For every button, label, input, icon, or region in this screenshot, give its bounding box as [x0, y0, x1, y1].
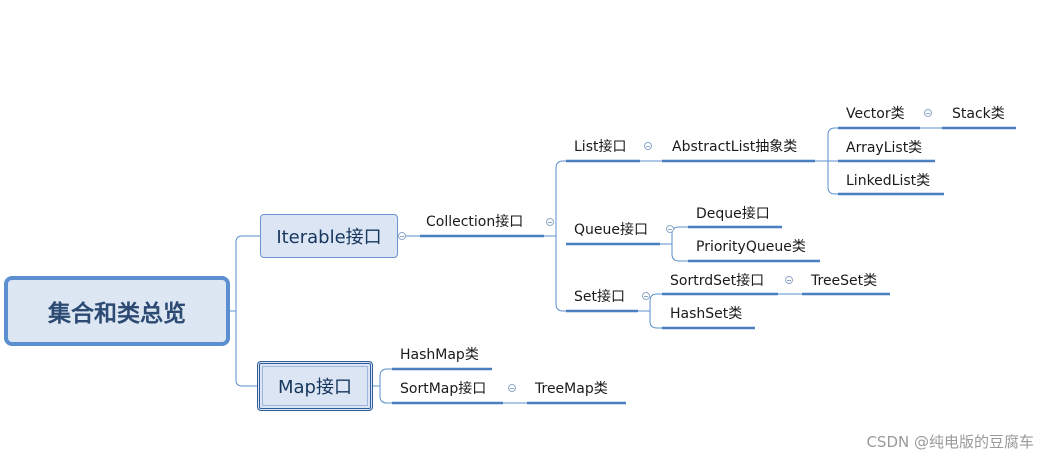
collapse-iterable-icon[interactable] — [398, 232, 406, 240]
hashset-node[interactable]: HashSet类 — [670, 306, 743, 322]
connector-queue-priorityqueue — [671, 244, 688, 262]
connector-set-sortedset — [638, 293, 662, 312]
treemap-node[interactable]: TreeMap类 — [535, 381, 608, 397]
treeset-node[interactable]: TreeSet类 — [811, 273, 878, 289]
connector-root-map — [235, 311, 257, 387]
root-topic-label: 集合和类总览 — [48, 301, 186, 327]
collapse-set-icon[interactable] — [642, 292, 650, 300]
connector-map-sortmap — [379, 386, 392, 404]
connector-map-hashmap — [373, 368, 392, 387]
abstractlist-node[interactable]: AbstractList抽象类 — [672, 139, 798, 155]
stack-node[interactable]: Stack类 — [952, 106, 1005, 122]
connector-abstractlist-linkedlist — [827, 161, 838, 195]
hashmap-node[interactable]: HashMap类 — [400, 347, 479, 363]
connector-set-hashset — [649, 311, 662, 329]
root-topic[interactable]: 集合和类总览 — [4, 276, 230, 346]
connector-collection-set — [555, 236, 566, 312]
collapse-queue-icon[interactable] — [666, 225, 674, 233]
watermark: CSDN @纯电版的豆腐车 — [866, 433, 1034, 451]
connector-collection-list — [544, 160, 566, 237]
collapse-sortmap-icon[interactable] — [508, 384, 516, 392]
set-node[interactable]: Set接口 — [574, 289, 625, 305]
vector-node[interactable]: Vector类 — [846, 106, 905, 122]
queue-node[interactable]: Queue接口 — [574, 222, 648, 238]
arraylist-node[interactable]: ArrayList类 — [846, 140, 923, 156]
priorityqueue-node[interactable]: PriorityQueue类 — [696, 239, 806, 255]
linkedlist-node[interactable]: LinkedList类 — [846, 173, 931, 189]
collapse-vector-icon[interactable] — [924, 109, 932, 117]
deque-node[interactable]: Deque接口 — [696, 206, 770, 222]
collection-node[interactable]: Collection接口 — [426, 214, 524, 230]
iterable-node[interactable]: Iterable接口 — [260, 214, 398, 258]
collapse-collection-icon[interactable] — [546, 218, 554, 226]
map-node-label: Map接口 — [278, 377, 352, 398]
map-node[interactable]: Map接口 — [257, 361, 373, 411]
connector-abstractlist-vector — [815, 127, 838, 162]
connector-queue-deque — [660, 226, 688, 245]
iterable-node-label: Iterable接口 — [276, 227, 382, 248]
collapse-sortedset-icon[interactable] — [785, 276, 793, 284]
connector-root-iterable — [230, 235, 260, 312]
sortedset-node[interactable]: SortrdSet接口 — [670, 273, 765, 289]
collapse-list-icon[interactable] — [644, 142, 652, 150]
list-node[interactable]: List接口 — [574, 139, 627, 155]
sortmap-node[interactable]: SortMap接口 — [400, 381, 487, 397]
